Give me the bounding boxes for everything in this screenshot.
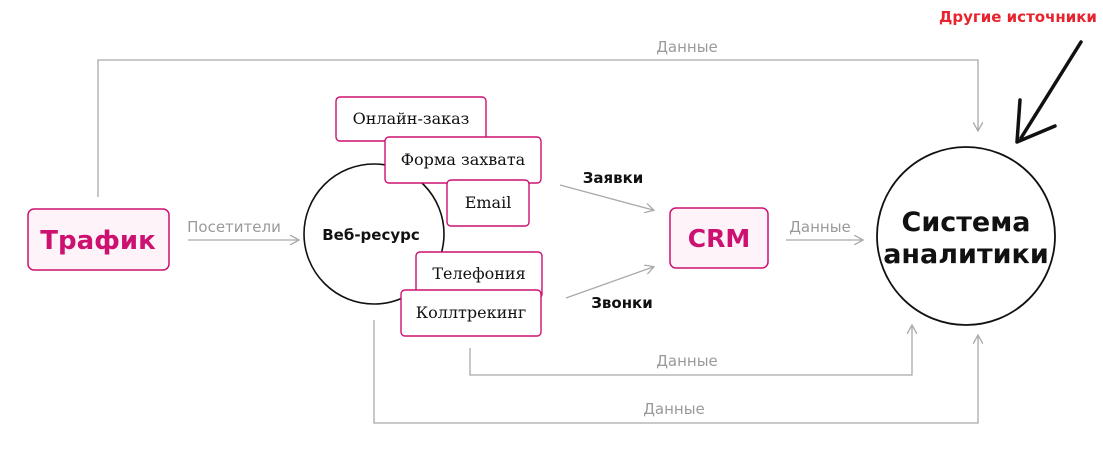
source-telephony: Телефония [415,251,543,299]
connector-traffic-to-analytics [97,59,978,197]
other-sources-label: Другие источники [939,8,1097,26]
analytics-label-line1: Система [902,207,1031,238]
data-label-top: Данные [656,38,718,56]
source-calltracking: Коллтрекинг [400,289,542,337]
connector-web-to-analytics [373,320,978,424]
web-resource-label: Веб-ресурс [322,226,420,244]
hand-drawn-arrow-icon [1015,40,1083,144]
crm-node: CRM [669,207,769,269]
online-order-label: Онлайн-заказ [353,109,470,128]
requests-label: Заявки [583,169,644,187]
connector-calltracking-to-analytics [469,326,912,376]
calls-label: Звонки [591,294,653,312]
source-capture-form: Форма захвата [384,136,542,184]
email-label: Email [465,193,512,212]
traffic-node: Трафик [27,208,170,271]
crm-label: CRM [688,224,750,253]
source-email: Email [446,179,530,227]
source-online-order: Онлайн-заказ [335,96,487,142]
data-label-crm: Данные [789,218,851,236]
calltracking-label: Коллтрекинг [416,303,527,322]
web-resource-node: Веб-ресурс [303,163,445,305]
analytics-system-node: Система аналитики [876,146,1056,326]
data-label-middle: Данные [656,352,718,370]
connector-calls-to-crm [565,267,653,299]
capture-form-label: Форма захвата [401,150,526,169]
telephony-label: Телефония [432,264,525,283]
visitors-label: Посетители [187,218,281,236]
connector-forms-to-crm [559,184,653,210]
data-label-bottom: Данные [643,400,705,418]
traffic-label: Трафик [40,226,156,256]
analytics-label-line2: аналитики [883,239,1049,270]
